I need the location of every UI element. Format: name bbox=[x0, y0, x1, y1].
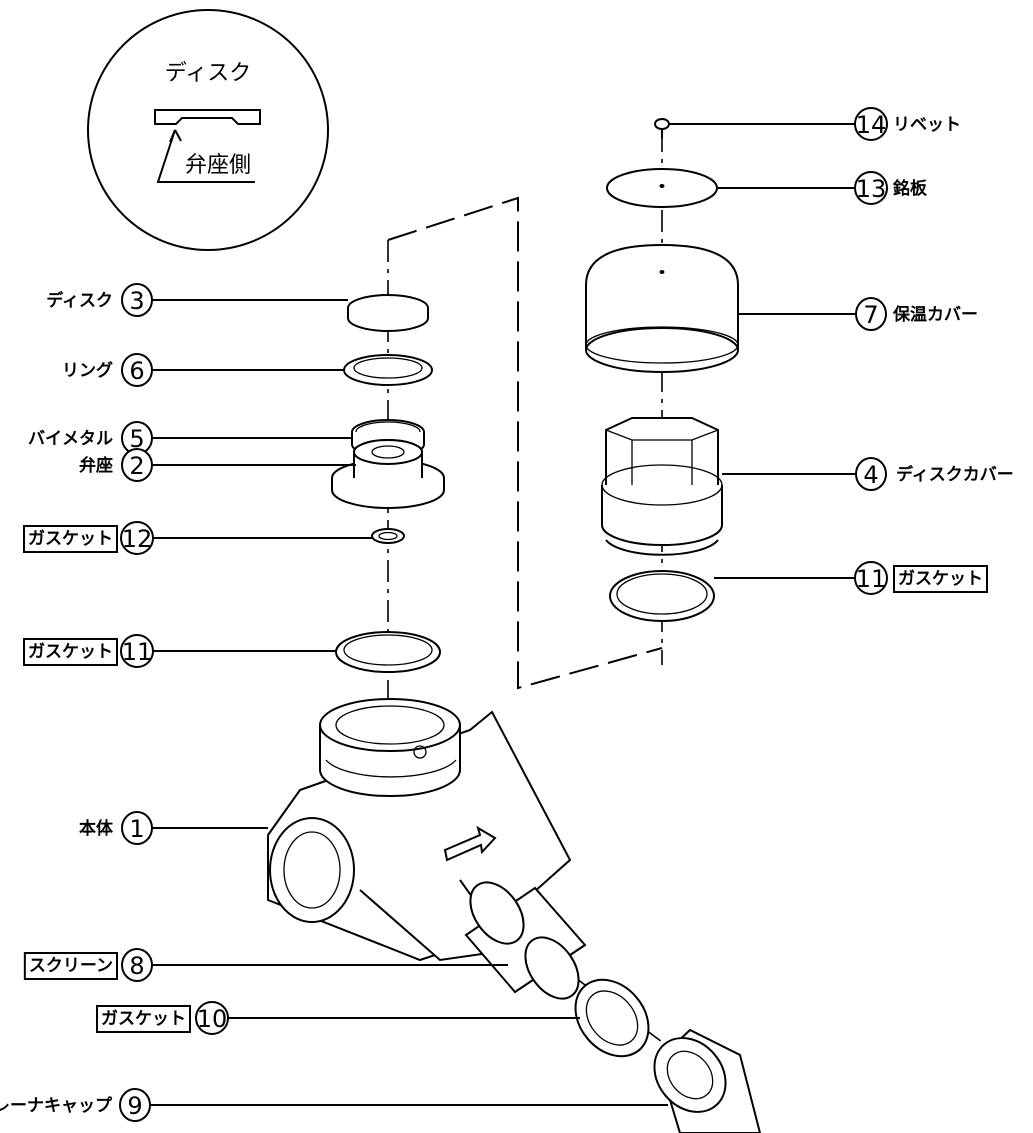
inset-arrow-head bbox=[169, 129, 182, 143]
callout-circle-12 bbox=[120, 521, 154, 555]
callout-circle-10 bbox=[195, 1001, 229, 1035]
inset-title: ディスク bbox=[165, 61, 251, 86]
callout-circle-1 bbox=[121, 811, 153, 845]
callout-label-11r: ガスケット bbox=[898, 569, 983, 589]
callout-label-box-11r bbox=[893, 565, 988, 593]
callout-7: 7 保温カバー bbox=[855, 297, 978, 331]
valve-seat-part bbox=[331, 439, 445, 509]
callout-6: 6 リング bbox=[62, 353, 153, 387]
callout-3: 3 ディスク bbox=[46, 283, 153, 317]
disc-detail-inset: ディスク 弁座側 bbox=[87, 9, 329, 251]
callout-number-9: 9 bbox=[127, 1092, 142, 1120]
callout-circle-8 bbox=[121, 948, 153, 982]
callout-circle-2 bbox=[121, 448, 153, 482]
callout-circle-6 bbox=[121, 353, 153, 387]
callout-number-4: 4 bbox=[863, 461, 878, 489]
callout-12: 12 ガスケット bbox=[23, 521, 154, 555]
callout-circle-7 bbox=[855, 297, 887, 331]
callout-label-14: リベット bbox=[893, 115, 961, 135]
callout-number-2: 2 bbox=[129, 452, 144, 480]
callout-label-8: スクリーン bbox=[29, 956, 113, 976]
insulation-cover-part bbox=[585, 243, 739, 373]
callout-label-7: 保温カバー bbox=[892, 304, 978, 325]
assembly-path-line bbox=[387, 196, 663, 690]
callout-label-11l: ガスケット bbox=[28, 642, 113, 662]
callout-label-6: リング bbox=[62, 360, 113, 381]
callout-13: 13 銘板 bbox=[854, 171, 928, 205]
callout-label-9: ストレーナキャップ bbox=[0, 1095, 113, 1116]
callout-11r: 11 ガスケット bbox=[854, 561, 988, 595]
callout-number-5: 5 bbox=[129, 425, 144, 453]
callout-circle-3 bbox=[121, 283, 153, 317]
callout-circle-14 bbox=[854, 107, 888, 141]
callout-label-2: 弁座 bbox=[79, 455, 113, 476]
callout-circle-9 bbox=[119, 1088, 151, 1122]
callout-circle-11l bbox=[120, 634, 154, 668]
gasket-10-part bbox=[574, 978, 650, 1058]
callout-8: 8 スクリーン bbox=[23, 948, 153, 982]
nameplate-part bbox=[606, 168, 718, 208]
callout-number-6: 6 bbox=[129, 357, 144, 385]
callout-number-3: 3 bbox=[129, 287, 144, 315]
callout-label-5: バイメタル bbox=[28, 429, 113, 449]
callout-label-4: ディスクカバー bbox=[896, 464, 1014, 485]
callout-14: 14 リベット bbox=[854, 107, 961, 141]
callout-10: 10 ガスケット bbox=[96, 1001, 229, 1035]
callout-circle-4 bbox=[855, 457, 887, 491]
callout-number-1: 1 bbox=[129, 815, 144, 843]
callout-number-12: 12 bbox=[122, 525, 153, 553]
callout-2: 2 弁座 bbox=[79, 448, 153, 482]
callout-number-11l: 11 bbox=[122, 638, 153, 666]
callout-label-3: ディスク bbox=[46, 290, 113, 311]
disc-cover-part bbox=[601, 417, 723, 556]
callout-label-10: ガスケット bbox=[101, 1009, 186, 1029]
callout-number-11r: 11 bbox=[856, 565, 887, 593]
callout-label-box-10 bbox=[96, 1005, 191, 1033]
callout-9: 9 ストレーナキャップ bbox=[0, 1088, 151, 1122]
callout-label-box-8 bbox=[23, 952, 118, 980]
callout-number-10: 10 bbox=[197, 1005, 228, 1033]
gasket-12-part bbox=[371, 528, 405, 544]
callout-label-13: 銘板 bbox=[893, 178, 928, 199]
callout-4: 4 ディスクカバー bbox=[855, 457, 1014, 491]
callout-circle-11r bbox=[854, 561, 888, 595]
disc-part bbox=[347, 294, 429, 332]
leader-lines bbox=[150, 123, 856, 1106]
inset-note: 弁座側 bbox=[185, 153, 251, 178]
ring-part bbox=[343, 354, 433, 386]
callout-11l: 11 ガスケット bbox=[23, 634, 154, 668]
callout-5: 5 バイメタル bbox=[28, 421, 153, 455]
callout-label-12: ガスケット bbox=[28, 529, 113, 549]
inset-leader-line bbox=[156, 129, 255, 183]
rivet-part bbox=[654, 118, 670, 138]
callouts-layer: 14 リベット 13 銘板 3 ディスク 6 リング 7 保温カバー 5 バイメタル 4 ディスクカバー 2… bbox=[0, 107, 1014, 1122]
strainer-cap-part bbox=[653, 1028, 762, 1133]
callout-label-box-11l bbox=[23, 638, 118, 666]
callout-number-8: 8 bbox=[129, 952, 144, 980]
gasket-11-right-part bbox=[609, 570, 715, 622]
inset-circle bbox=[87, 9, 329, 251]
callout-label-box-12 bbox=[23, 525, 118, 553]
callout-number-7: 7 bbox=[863, 301, 878, 329]
callout-label-1: 本体 bbox=[79, 818, 114, 839]
callout-1: 1 本体 bbox=[79, 811, 153, 845]
gasket-11-left-part bbox=[335, 631, 441, 673]
callout-number-14: 14 bbox=[856, 111, 887, 139]
callout-circle-13 bbox=[854, 171, 888, 205]
disc-profile-shape bbox=[154, 109, 261, 125]
flow-arrow-icon bbox=[443, 825, 497, 862]
callout-number-13: 13 bbox=[856, 175, 887, 203]
